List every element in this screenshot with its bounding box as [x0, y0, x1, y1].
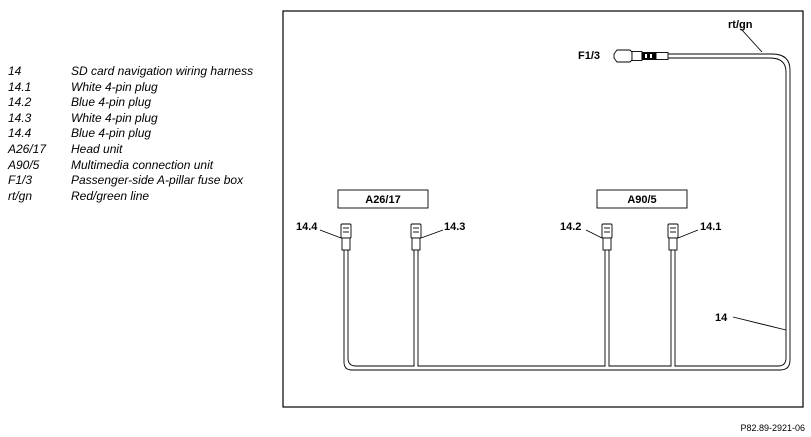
- junction-masks: [414, 365, 675, 368]
- label-f1-3: F1/3: [578, 50, 600, 62]
- legend-key: 14.2: [8, 95, 32, 110]
- legend-key: 14.1: [8, 79, 32, 94]
- legend-desc: White 4-pin plug: [71, 110, 158, 125]
- label-14: 14: [715, 312, 728, 324]
- label-14-3: 14.3: [444, 221, 465, 233]
- wiring-harness: [343, 53, 791, 371]
- legend-key: 14: [8, 64, 22, 78]
- legend-key: rt/gn: [8, 188, 33, 203]
- box-a26-17-label: A26/17: [365, 194, 400, 206]
- legend-desc: Head unit: [71, 141, 123, 156]
- legend-row: 14.3 White 4-pin plug: [8, 111, 278, 127]
- legend: 14 SD card navigation wiring harness 14.1…: [8, 64, 278, 204]
- legend-key: A90/5: [8, 157, 40, 172]
- label-14-4: 14.4: [296, 221, 318, 233]
- box-a26-17: [337, 189, 429, 209]
- legend-row: 14 SD card navigation wiring harness: [8, 64, 278, 80]
- plug-14-2: [601, 223, 613, 251]
- legend-row: rt/gn Red/green line: [8, 189, 278, 205]
- label-rt-gn: rt/gn: [728, 19, 753, 31]
- legend-row: 14.1 White 4-pin plug: [8, 80, 278, 96]
- plug-14-4: [340, 223, 352, 251]
- f13-connector: [613, 49, 669, 63]
- diagram-frame: [282, 10, 804, 408]
- legend-key: 14.4: [8, 126, 32, 141]
- legend-row: 14.4 Blue 4-pin plug: [8, 126, 278, 142]
- box-a90-5: [596, 189, 688, 209]
- label-14-2: 14.2: [560, 221, 581, 233]
- leader-lines: [319, 29, 787, 331]
- legend-desc: Blue 4-pin plug: [71, 95, 152, 110]
- label-14-1: 14.1: [700, 221, 721, 233]
- legend-desc: SD card navigation wiring harness: [71, 64, 254, 78]
- legend-key: F1/3: [8, 173, 33, 188]
- legend-key: A26/17: [8, 141, 47, 156]
- legend-row: F1/3 Passenger-side A-pillar fuse box: [8, 173, 278, 189]
- legend-key: 14.3: [8, 110, 32, 125]
- legend-desc: Red/green line: [71, 188, 150, 203]
- legend-desc: Blue 4-pin plug: [71, 126, 152, 141]
- legend-row: A90/5 Multimedia connection unit: [8, 158, 278, 174]
- legend-desc: White 4-pin plug: [71, 79, 158, 94]
- legend-desc: Passenger-side A-pillar fuse box: [71, 173, 244, 188]
- plug-14-3: [410, 223, 422, 251]
- legend-desc: Multimedia connection unit: [71, 157, 214, 172]
- plug-14-1: [667, 223, 679, 251]
- box-a90-5-label: A90/5: [627, 194, 656, 206]
- legend-row: A26/17 Head unit: [8, 142, 278, 158]
- legend-row: 14.2 Blue 4-pin plug: [8, 95, 278, 111]
- figure-reference: P82.89-2921-06: [740, 423, 805, 433]
